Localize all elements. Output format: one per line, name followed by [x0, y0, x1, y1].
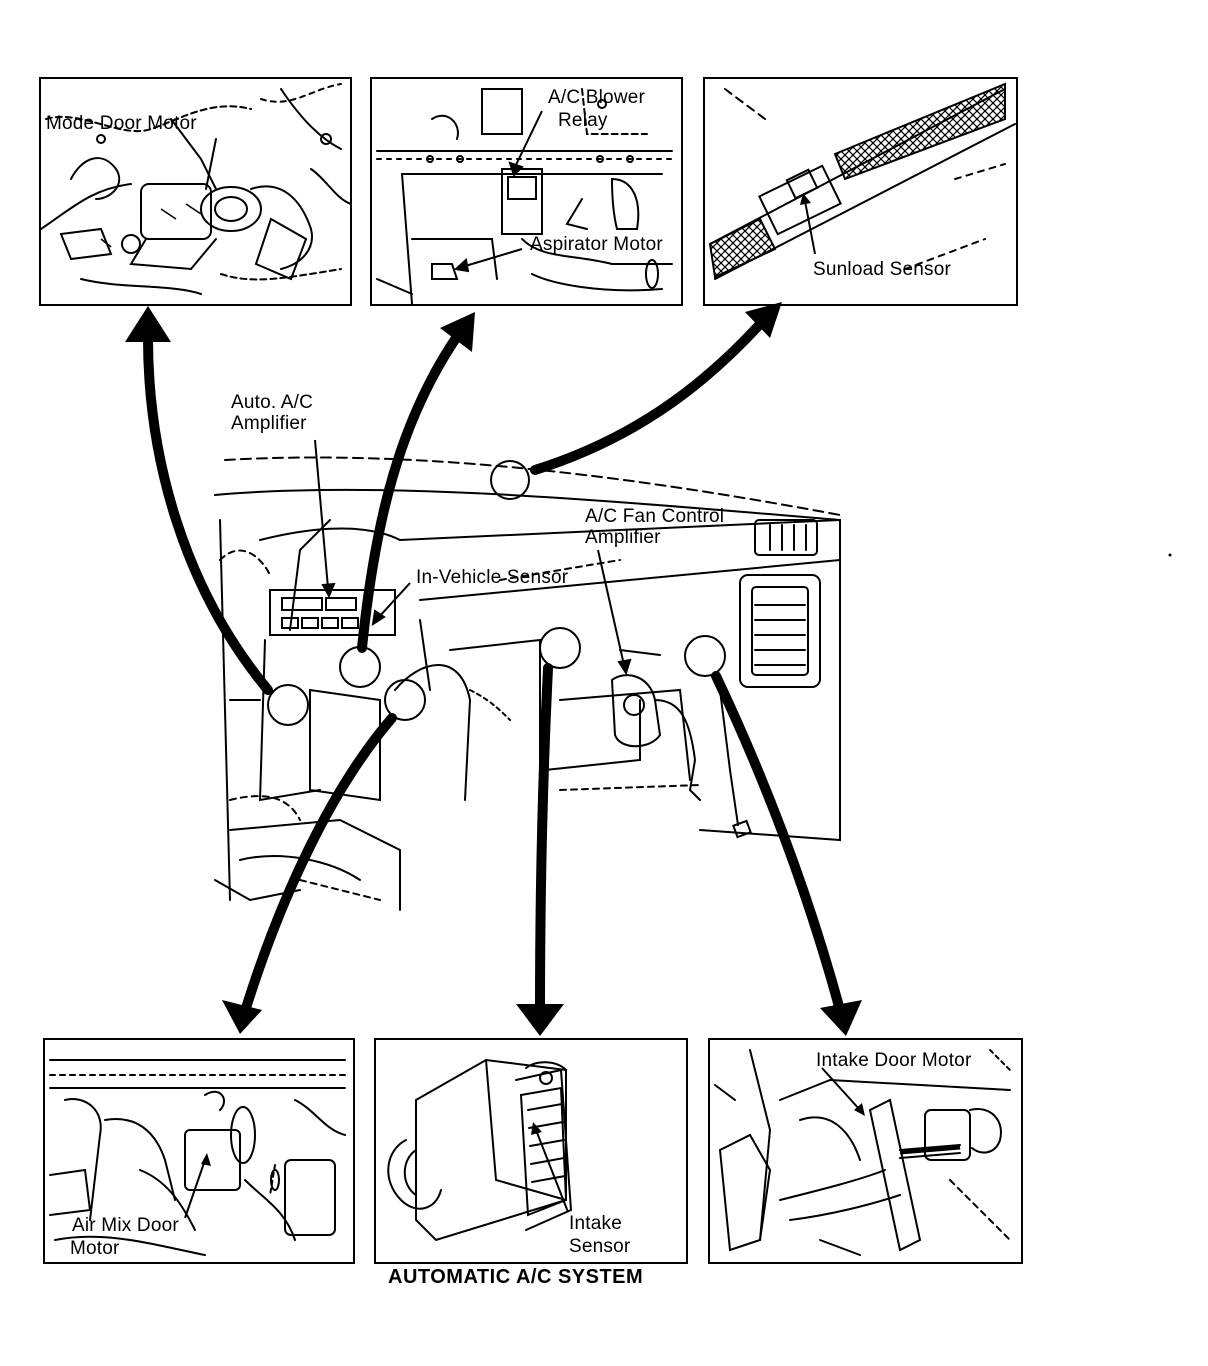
diagram-caption: AUTOMATIC A/C SYSTEM [388, 1266, 644, 1288]
panel-sunload-sensor: Sunload Sensor [703, 77, 1018, 306]
panel-intake-sensor: Intake Sensor [374, 1038, 688, 1264]
panel-mode-door-motor: Mode Door Motor [39, 77, 352, 306]
blower-relay-illustration [376, 88, 673, 304]
blower-relay-label-line1: A/C Blower [548, 87, 646, 108]
intake-sensor-illustration [387, 1058, 573, 1242]
fan-control-amplifier-label-line1: A/C Fan Control [585, 506, 725, 527]
intake-sensor-label-line2: Sensor [569, 1236, 631, 1257]
auto-ac-amplifier-label-line2: Amplifier [231, 413, 307, 434]
intake-sensor-label-line1: Intake [569, 1213, 622, 1234]
panel-air-mix-door-motor: Air Mix Door Motor [43, 1038, 355, 1264]
air-mix-door-motor-label-line1: Air Mix Door [72, 1215, 179, 1236]
panel-blower-relay-aspirator: A/C Blower Relay Aspirator Motor [370, 77, 683, 306]
air-mix-door-motor-label-line2: Motor [70, 1238, 120, 1259]
intake-door-motor-label: Intake Door Motor [816, 1050, 972, 1071]
sunload-sensor-label: Sunload Sensor [813, 259, 952, 280]
blower-relay-label-line2: Relay [558, 110, 608, 131]
aspirator-motor-label: Aspirator Motor [530, 234, 663, 255]
intake-door-motor-illustration [714, 1049, 1011, 1256]
panel-intake-door-motor: Intake Door Motor [708, 1038, 1023, 1264]
auto-ac-amplifier-label-line1: Auto. A/C [231, 392, 314, 413]
fan-control-amplifier-label-line2: Amplifier [585, 527, 661, 548]
in-vehicle-sensor-label: In-Vehicle Sensor [416, 567, 569, 588]
mode-door-motor-label: Mode Door Motor [46, 113, 197, 134]
air-mix-door-motor-illustration [49, 1059, 346, 1256]
mode-door-motor-illustration [41, 83, 350, 295]
sunload-sensor-illustration [708, 82, 1016, 280]
